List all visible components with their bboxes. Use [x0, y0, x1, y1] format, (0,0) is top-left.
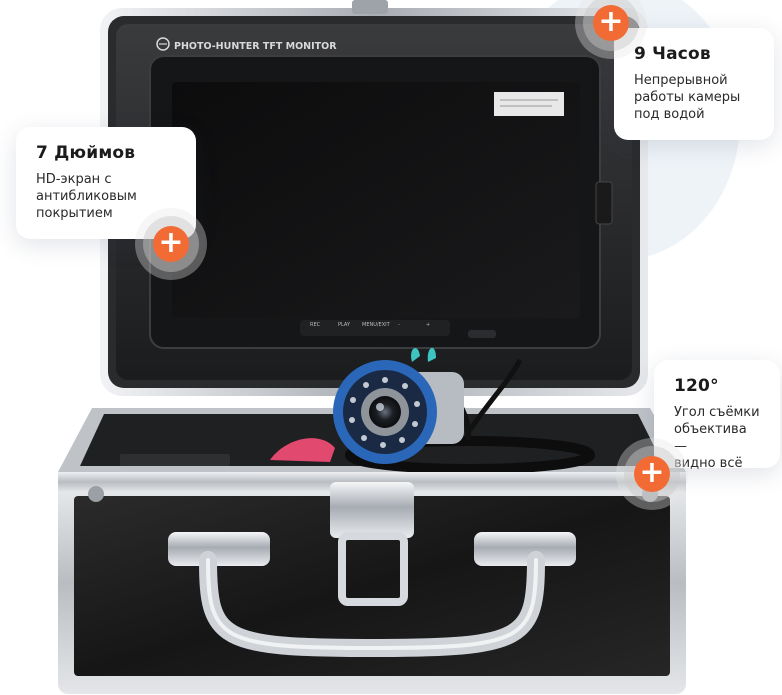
monitor-brand-text: PHOTO-HUNTER TFT MONITOR [174, 41, 337, 52]
monitor-button-label: PLAY [338, 322, 351, 328]
callout-description: Непрерывной работы камеры под водой [634, 73, 741, 122]
monitor-screen [172, 82, 580, 318]
monitor-button-label: REC [310, 322, 321, 328]
monitor-button-label: + [426, 322, 430, 328]
callout-title: 120° [674, 376, 719, 396]
brand-logo-icon [156, 37, 170, 51]
plus-icon[interactable]: + [153, 226, 189, 262]
callout-screen-size: 7 Дюймов HD-экран с антибликовым покрыти… [16, 127, 196, 239]
callout-battery-life: 9 Часов Непрерывной работы камеры под во… [614, 28, 774, 140]
case-lid [100, 0, 648, 396]
tft-monitor [149, 37, 613, 349]
monitor-button-label: - [398, 322, 400, 328]
plus-icon[interactable]: + [593, 5, 629, 41]
plus-icon[interactable]: + [634, 456, 670, 492]
callout-description: Угол съёмки объектива — видно всё [674, 405, 760, 471]
callout-title: 9 Часов [634, 44, 711, 64]
callout-title: 7 Дюймов [36, 143, 136, 163]
camera-lens [369, 396, 401, 428]
underwater-camera [333, 347, 472, 464]
monitor-button-labels: REC PLAY MENU/EXIT - + [310, 322, 430, 328]
monitor-button-label: MENU/EXIT [362, 322, 391, 328]
callout-description: HD-экран с антибликовым покрытием [36, 172, 137, 221]
case-latch [330, 482, 414, 538]
screen-sticker [494, 92, 564, 116]
callout-view-angle: 120° Угол съёмки объектива — видно всё [654, 360, 780, 471]
